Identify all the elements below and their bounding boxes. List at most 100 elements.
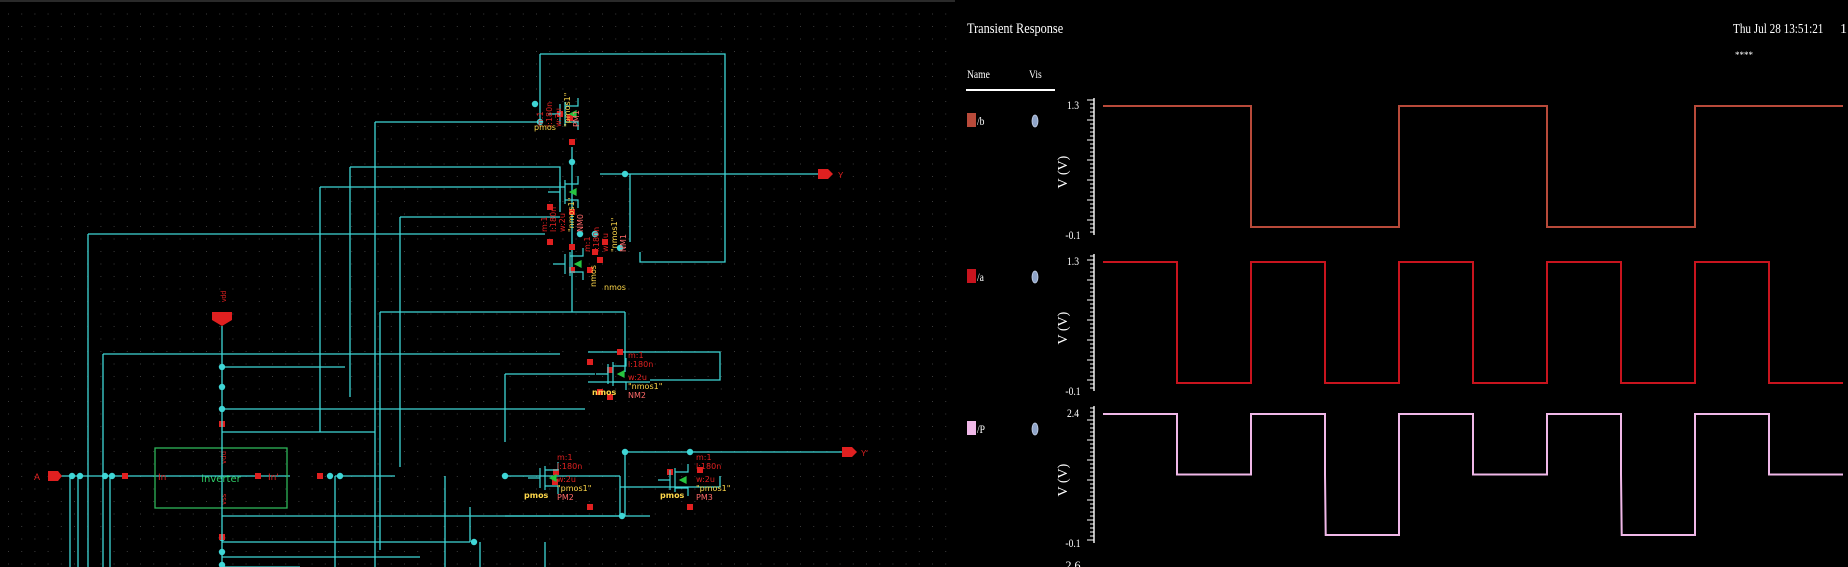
waveform-panel-3[interactable]: /P2.4-0.1V (V) xyxy=(967,406,1843,550)
waveform-subtitle: **** xyxy=(1735,50,1754,60)
junction-dot-16 xyxy=(326,472,334,480)
transistor-PM1[interactable] xyxy=(548,98,579,130)
waveform-trace-a[interactable] xyxy=(1103,261,1843,384)
vdd-pin[interactable] xyxy=(212,312,232,326)
y-tick-next-panel: 2.6 xyxy=(1066,558,1081,567)
junction-dot-20 xyxy=(686,448,694,456)
component-pin-27 xyxy=(607,394,613,400)
component-pin-3 xyxy=(569,139,575,145)
svg-text:w:2u: w:2u xyxy=(558,213,567,232)
transistor-NM1[interactable] xyxy=(553,248,584,280)
waveform-trace-b[interactable] xyxy=(1103,105,1843,228)
nmos-type-label-2: nmos xyxy=(592,388,617,397)
component-pin-25 xyxy=(317,473,323,479)
svg-text:"nmos1": "nmos1" xyxy=(628,382,662,391)
output-pin-top[interactable] xyxy=(818,169,833,179)
wire-group xyxy=(48,53,845,567)
svg-text:w:2u: w:2u xyxy=(557,475,576,484)
transistor-NM0[interactable] xyxy=(548,176,579,208)
component-pin-12 xyxy=(617,349,623,355)
svg-text:l:180n: l:180n xyxy=(557,462,582,471)
component-pin-18 xyxy=(587,504,593,510)
waveform-trace-P[interactable] xyxy=(1103,413,1843,536)
y-tick-top-1: 1.3 xyxy=(1067,99,1079,112)
waveform-panel-2[interactable]: /a1.3-0.1V (V) xyxy=(967,254,1843,398)
transistor-NM2[interactable] xyxy=(596,358,627,390)
component-pin-17 xyxy=(552,479,558,485)
component-pin-21 xyxy=(687,504,693,510)
eye-icon[interactable] xyxy=(1031,114,1039,128)
wire-5[interactable] xyxy=(350,166,561,212)
visibility-toggle-a[interactable] xyxy=(1031,270,1039,284)
component-pin-15 xyxy=(587,359,593,365)
component-pin-13 xyxy=(607,367,613,373)
svg-text:w:2u: w:2u xyxy=(696,475,715,484)
y-axis-unit-label-3: V (V) xyxy=(1056,463,1071,496)
input-pin-A[interactable] xyxy=(48,471,62,481)
component-pin-28 xyxy=(602,239,608,245)
legend-name-b: /b xyxy=(977,115,985,128)
svg-text:l:180n: l:180n xyxy=(592,227,601,252)
svg-text:PM1: PM1 xyxy=(572,110,581,127)
pane-divider[interactable] xyxy=(955,0,963,567)
legend-swatch-b[interactable] xyxy=(967,113,976,127)
y-axis-minor-ticks-3 xyxy=(1087,407,1094,541)
pmos-type-label-2: nmos xyxy=(604,283,626,292)
transistor-PM3[interactable] xyxy=(658,464,689,496)
junction-dot-22 xyxy=(618,512,626,520)
wire-38[interactable] xyxy=(620,476,721,488)
transistor-group xyxy=(528,98,689,496)
junction-group xyxy=(68,100,694,567)
svg-text:m:1: m:1 xyxy=(583,236,592,252)
output-pin-mid[interactable] xyxy=(842,447,857,457)
waveform-panel-1[interactable]: /b1.3-0.1V (V) xyxy=(967,98,1843,242)
component-pin-26 xyxy=(122,473,128,479)
junction-dot-24 xyxy=(616,244,624,252)
junction-dot-2 xyxy=(536,118,544,126)
component-pin-16 xyxy=(553,469,559,475)
svg-text:l:180n: l:180n xyxy=(545,102,554,127)
junction-dot-3 xyxy=(568,158,576,166)
svg-text:w:2u: w:2u xyxy=(554,108,563,127)
svg-text:PM2: PM2 xyxy=(557,493,574,502)
schematic-grid xyxy=(8,13,947,565)
component-pin-7 xyxy=(547,239,553,245)
component-pin-9 xyxy=(597,257,603,263)
io-pin-group: AYY'vdd xyxy=(34,169,868,567)
component-pin-11 xyxy=(587,267,593,273)
y-tick-bottom-3: -0.1 xyxy=(1065,537,1080,550)
nmos-type-label-1: nmos xyxy=(589,265,598,287)
svg-text:l:180n: l:180n xyxy=(696,462,721,471)
visibility-toggle-b[interactable] xyxy=(1031,114,1039,128)
component-pin-19 xyxy=(697,467,703,473)
wire-22[interactable] xyxy=(588,351,721,381)
component-pin-24 xyxy=(255,473,261,479)
svg-text:"pmos1": "pmos1" xyxy=(696,484,730,493)
output-pin-top-label: Y xyxy=(838,171,844,180)
legend-swatch-P[interactable] xyxy=(967,421,976,435)
component-pin-4 xyxy=(547,204,553,210)
junction-dot-23 xyxy=(591,230,599,238)
transistor-PM2[interactable] xyxy=(528,462,559,494)
eye-icon[interactable] xyxy=(1031,270,1039,284)
vdd-pin-label: vdd xyxy=(221,291,228,302)
legend-name-P: /P xyxy=(977,423,985,436)
eye-icon[interactable] xyxy=(1031,422,1039,436)
pmos-type-label-4: pmos xyxy=(660,491,685,500)
inverter-pin-in: In xyxy=(158,473,166,483)
junction-dot-19 xyxy=(621,448,629,456)
visibility-toggle-P[interactable] xyxy=(1031,422,1039,436)
wire-1[interactable] xyxy=(540,53,726,263)
inverter-body[interactable] xyxy=(154,447,288,509)
legend-swatch-a[interactable] xyxy=(967,269,976,283)
